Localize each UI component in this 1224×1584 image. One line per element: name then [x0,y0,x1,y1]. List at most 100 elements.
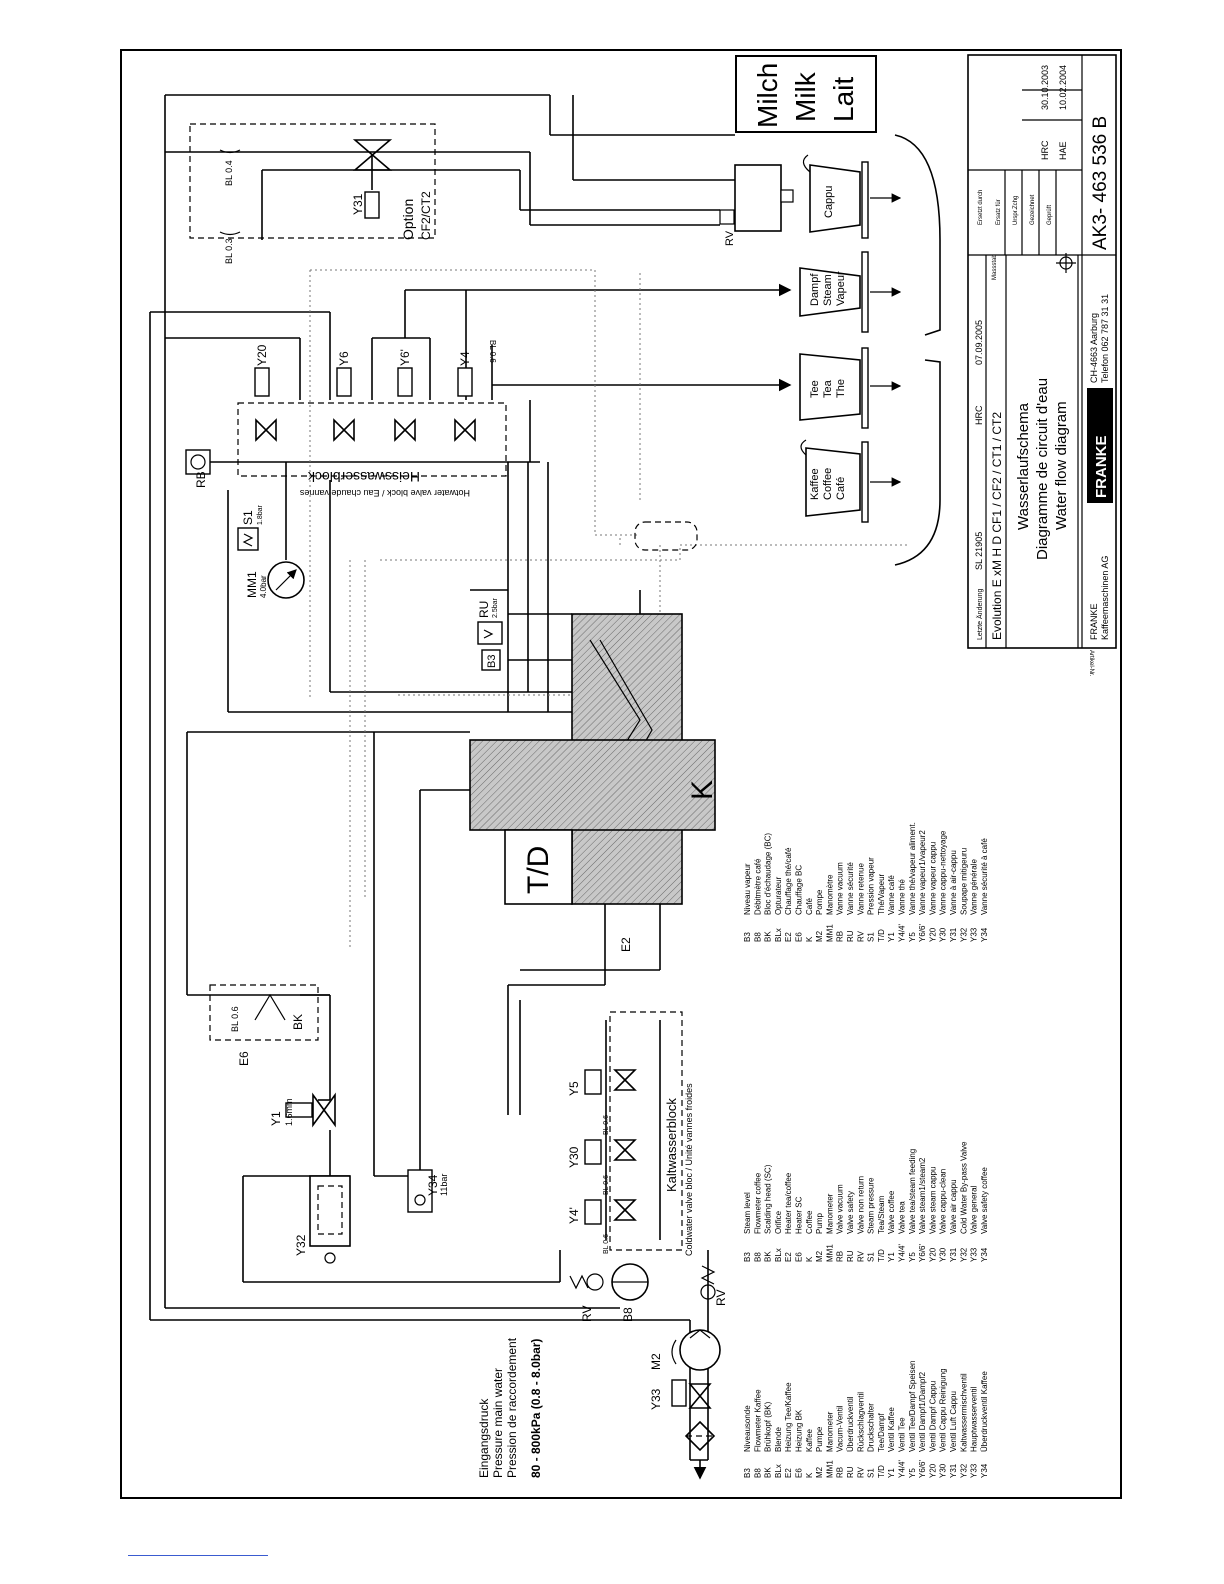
legend-code: RB [836,931,845,942]
filter-icon [684,1420,716,1452]
e6-label: E6 [237,1051,251,1066]
projection-symbol-icon [1056,253,1076,273]
option-label: Option [400,199,416,240]
legend-description: Ventil Dampf1/Dampf2 [918,1371,927,1452]
legend-description: Überdruckventil [846,1396,855,1452]
td-label: T/D [522,846,555,894]
milk-container: Milch Milk Lait [735,55,877,133]
legend-code: B8 [753,1252,762,1262]
legend-code: Y33 [970,927,979,942]
orifice-icon [219,149,241,154]
legend-description: Flowmeter Kaffee [753,1389,762,1452]
legend-description: Kaffee [805,1428,814,1452]
legend-description: Débitmètre café [753,858,762,915]
legend-code: RU [846,1466,855,1478]
coffee-fr: Café [835,477,847,500]
rv-pump-icon [700,1265,716,1300]
y34-value: 11bar [439,1174,449,1196]
legend-description: Cold Water By-pass Valve [959,1141,968,1234]
checked-date: 10.02.2004 [1058,65,1068,110]
legend-description: Vanne café [887,875,896,915]
legend-code: S1 [867,1468,876,1478]
legend-code: RV [856,930,865,942]
e2-label: E2 [619,937,633,952]
k-label: K [686,780,719,800]
legend-code: Y31 [949,1463,958,1478]
checked-label: Geprüft [1047,205,1053,225]
legend-code: E2 [784,932,793,942]
bl06-cold-3: BL 0.6 [603,1234,610,1254]
dotted-lines [309,269,910,950]
legend-description: Überdruckventil Kaffee [980,1371,989,1452]
y31-label: Y31 [351,193,365,215]
s1-value: 1.8bar [257,504,264,525]
legend-description: Flowmeter coffee [753,1172,762,1234]
legend-code: K [805,936,814,942]
legend-description: Bloc d'échaudage (BC) [764,833,773,915]
footer-link-line [128,1555,268,1556]
legend-code: Y33 [970,1247,979,1262]
drip-arrows [870,193,902,487]
legend-code: Y31 [949,1247,958,1262]
drip-tray-top [894,134,941,336]
drawing-number: AK3- 463 536 B [1090,116,1111,250]
legend-code: B3 [743,1468,752,1478]
legend-description: Steam pressure [867,1177,876,1234]
bk-block: BL 0.6 BK E6 [209,984,319,1066]
legend-code: Y34 [980,1247,989,1262]
legend-description: Steam level [743,1192,752,1234]
b3-sensor-icon [481,649,501,671]
legend-code: Y32 [959,1247,968,1262]
tea-fr: The [835,379,847,398]
cappu-unit: RV [719,164,794,246]
orifice-icon [219,231,241,236]
legend-code: RU [846,1250,855,1262]
legend-description: Valve vacuum [836,1184,845,1234]
hotwater-subtitle: Hotwater valve block / Eau chaude vannes [299,488,470,498]
legend-description: Vacum-Ventil [836,1405,845,1452]
legend-code: B8 [753,1468,762,1478]
bl06-cold-1: BL 0.6 [603,1115,610,1135]
article-label: Artikel-Nr. [1088,650,1094,677]
y5-label: Y5 [567,1081,581,1096]
milk-en: Milk [790,71,821,122]
legend-description: Druckschalter [867,1403,876,1452]
legend-description: Chauffage thé/café [784,847,793,915]
legend-description: Brühkopf (BK) [764,1401,773,1452]
legend-description: Heizung Tee/Kaffee [784,1382,793,1452]
ru-valve-icon [477,621,503,645]
y6p-valve-icon [394,367,416,442]
legend-code: T/D [877,1465,886,1478]
legend-code: Y30 [939,927,948,942]
legend-code: Y4/4' [898,1244,907,1262]
scale-label: Massstab [992,254,998,280]
outlet-connector [634,521,698,551]
origin-label: Urspr.Zchg [1013,196,1019,225]
legend-code: RV [856,1250,865,1262]
legend-code: Y34 [980,927,989,942]
legend-code: K [805,1256,814,1262]
legend-code: Y30 [939,1247,948,1262]
legend-description: Soupape mitigeuru [959,848,968,915]
logo-text: FRANKE [1093,436,1110,499]
y4-label: Y4 [458,351,472,366]
legend-code: Y5 [908,1468,917,1478]
legend-code: Y4/4' [898,1460,907,1478]
legend-code: RU [846,930,855,942]
legend-code: E6 [795,932,804,942]
legend-code: Y20 [928,927,937,942]
legend-description: Valve safety coffee [980,1167,989,1234]
legend-description: Vanne vacuum [836,862,845,915]
option-block: Y31 Option CF2/CT2 BL 0.4 BL 0.3 [189,123,436,264]
title-de: Wasserlaufschema [1015,402,1032,530]
y34-valve-icon [407,1169,433,1213]
legend-description: Manomètre [825,874,834,915]
legend-description: Manometer [825,1411,834,1452]
franke-logo [1087,388,1113,503]
y1-label: Y1 [269,1111,283,1126]
steam-fr: Vapeur [835,271,847,306]
legend-code: BK [764,1251,773,1262]
legend-description: Ventil Luft Cappu [949,1391,958,1452]
